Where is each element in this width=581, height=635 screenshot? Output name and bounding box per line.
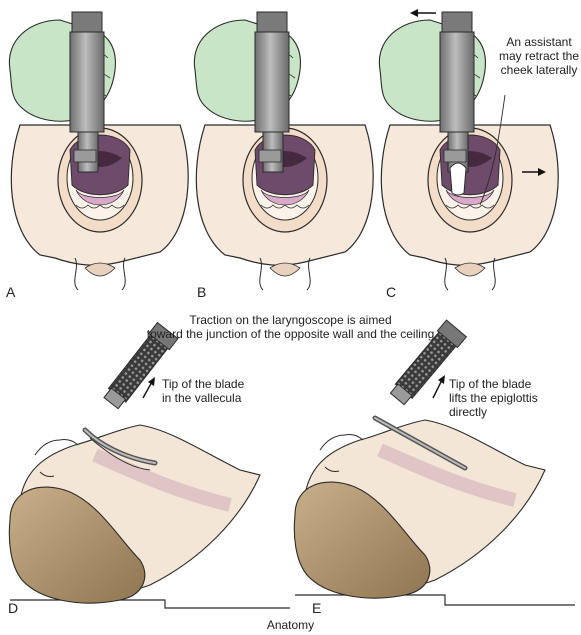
panel-label-d: D xyxy=(8,600,19,616)
panel-label-c: C xyxy=(386,284,397,300)
hair xyxy=(8,486,146,604)
panel-label-e: E xyxy=(312,600,322,616)
panel-c-illustration xyxy=(378,11,559,291)
table-surface xyxy=(295,594,575,606)
leader-line xyxy=(479,94,506,206)
assistant-note: An assistant may retract the cheek later… xyxy=(498,35,580,77)
panel-d-illustration xyxy=(8,321,290,609)
panel-label-a: A xyxy=(6,284,16,300)
tip-epiglottis-note: Tip of the blade lifts the epiglottis di… xyxy=(449,377,538,419)
traction-note-line1: Traction on the laryngoscope is aimed xyxy=(189,313,392,327)
traction-note-line2: toward the junction of the opposite wall… xyxy=(146,327,435,341)
right-arrow-icon xyxy=(522,168,546,176)
left-arrow-icon xyxy=(410,9,436,17)
panel-b-illustration xyxy=(193,11,374,291)
figure-caption: Anatomy xyxy=(266,618,315,632)
panel-e-illustration xyxy=(293,319,575,606)
table-surface xyxy=(10,599,290,609)
tip-vallecula-note: Tip of the blade in the vallecula xyxy=(162,377,245,405)
panel-label-b: B xyxy=(197,284,207,300)
panel-a-illustration xyxy=(8,11,189,291)
hair xyxy=(293,481,431,599)
